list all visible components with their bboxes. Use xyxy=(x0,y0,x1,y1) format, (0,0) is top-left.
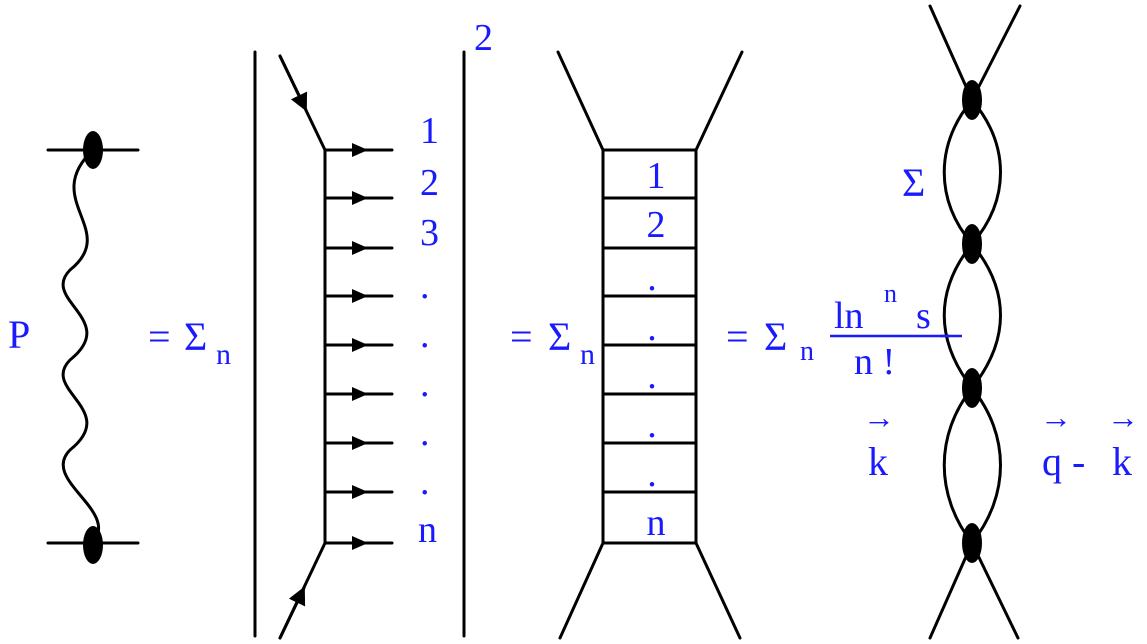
ladder-diagram: 1 2 . . . . . n xyxy=(556,50,744,640)
square-exponent: 2 xyxy=(474,17,493,59)
loop-vertex xyxy=(962,224,982,264)
loop-bubble xyxy=(942,241,1002,391)
pomeron-label: P xyxy=(8,312,30,357)
k2-vector-arrow: → xyxy=(1107,399,1139,435)
q-vector-arrow: → xyxy=(1040,399,1072,435)
equals-sum-2: = Σ n xyxy=(510,314,595,371)
loop-vertex xyxy=(962,523,982,563)
ladder-rungs xyxy=(601,148,698,545)
ladder-bottom-left-leg xyxy=(558,541,605,640)
gluon-arrowheads xyxy=(352,143,368,550)
amplitude-squared-diagram: 2 1 2 xyxy=(253,17,493,640)
pomeron-wavy-line xyxy=(61,148,101,545)
rung-label: . xyxy=(647,307,657,349)
sigma-subscript-2: n xyxy=(580,338,595,371)
numerator-ln: ln xyxy=(834,295,864,337)
loop-bottom-right-leg xyxy=(970,541,1020,640)
rung-label: . xyxy=(647,404,657,446)
loop-top-right-leg xyxy=(970,4,1022,102)
sigma-subscript-3: n xyxy=(800,336,814,367)
loop-bubble xyxy=(942,385,1002,546)
gluon-arrowhead xyxy=(352,536,368,550)
minus-sign: - xyxy=(1072,439,1085,484)
sigma-symbol-2: Σ xyxy=(548,314,571,359)
gluon-arrowhead xyxy=(352,241,368,255)
q-momentum-label: q xyxy=(1042,439,1062,484)
denominator: n ! xyxy=(854,341,895,383)
gluon-arrowhead xyxy=(352,191,368,205)
gluon-label: . xyxy=(420,265,430,307)
gluon-arrowhead xyxy=(352,436,368,450)
loop-bottom-left-leg xyxy=(928,541,974,640)
gluon-arrowhead xyxy=(352,387,368,401)
rung-label: . xyxy=(647,257,657,299)
rung-label: . xyxy=(647,453,657,495)
loop-sigma: Σ xyxy=(902,160,925,205)
gluon-labels: 1 2 3 . . . . . n xyxy=(418,110,439,551)
incoming-quark-bottom-arrow xyxy=(278,586,306,640)
equals-sum-1: = Σ n xyxy=(148,314,231,371)
ladder-top-left-leg xyxy=(556,50,605,152)
incoming-quark-top-arrow xyxy=(278,54,308,112)
loop-diagram: Σ → k → q - → k xyxy=(863,4,1139,640)
loop-bubble xyxy=(942,97,1002,247)
gluon-label: . xyxy=(420,314,430,356)
sigma-symbol-3: Σ xyxy=(764,314,787,359)
gluon-arrowhead xyxy=(352,338,368,352)
rung-label: . xyxy=(647,355,657,397)
sigma-symbol-1: Σ xyxy=(184,314,207,359)
loop-vertex xyxy=(962,368,982,408)
pomeron-top-vertex xyxy=(83,131,103,169)
numerator-exponent: n xyxy=(884,279,897,308)
gluon-label: 2 xyxy=(420,162,439,204)
loop-bubbles xyxy=(942,97,1002,546)
k-momentum-label: k xyxy=(868,439,888,484)
gluon-label: 1 xyxy=(420,110,439,152)
pomeron-bottom-vertex xyxy=(83,526,103,564)
sigma-subscript-1: n xyxy=(216,338,231,371)
rung-label: n xyxy=(647,502,666,544)
series-term: = Σ n ln n s n ! xyxy=(726,279,950,383)
gluon-arrowhead xyxy=(352,485,368,499)
gluon-label: n xyxy=(418,509,437,551)
ladder-rung-labels: 1 2 . . . . . n xyxy=(647,155,666,544)
gluon-label: . xyxy=(420,363,430,405)
rung-label: 1 xyxy=(647,155,666,197)
rung-label: 2 xyxy=(647,204,666,246)
gluon-arrowhead xyxy=(352,289,368,303)
ladder-bottom-right-leg xyxy=(694,541,742,640)
equals-sign-3: = xyxy=(726,314,749,359)
ladder-top-right-leg xyxy=(694,50,744,152)
k-vector-arrow: → xyxy=(863,399,895,435)
gluon-label: . xyxy=(420,412,430,454)
gluon-label: . xyxy=(420,461,430,503)
gluon-label: 3 xyxy=(420,212,439,254)
pomeron-exchange-diagram: P xyxy=(8,131,140,564)
loop-top-left-leg xyxy=(928,4,974,102)
gluon-arrowhead xyxy=(352,143,368,157)
equals-sign-1: = xyxy=(148,314,171,359)
numerator-s: s xyxy=(916,295,931,337)
k2-momentum-label: k xyxy=(1112,439,1132,484)
loop-vertex xyxy=(962,80,982,120)
equals-sign-2: = xyxy=(510,314,533,359)
